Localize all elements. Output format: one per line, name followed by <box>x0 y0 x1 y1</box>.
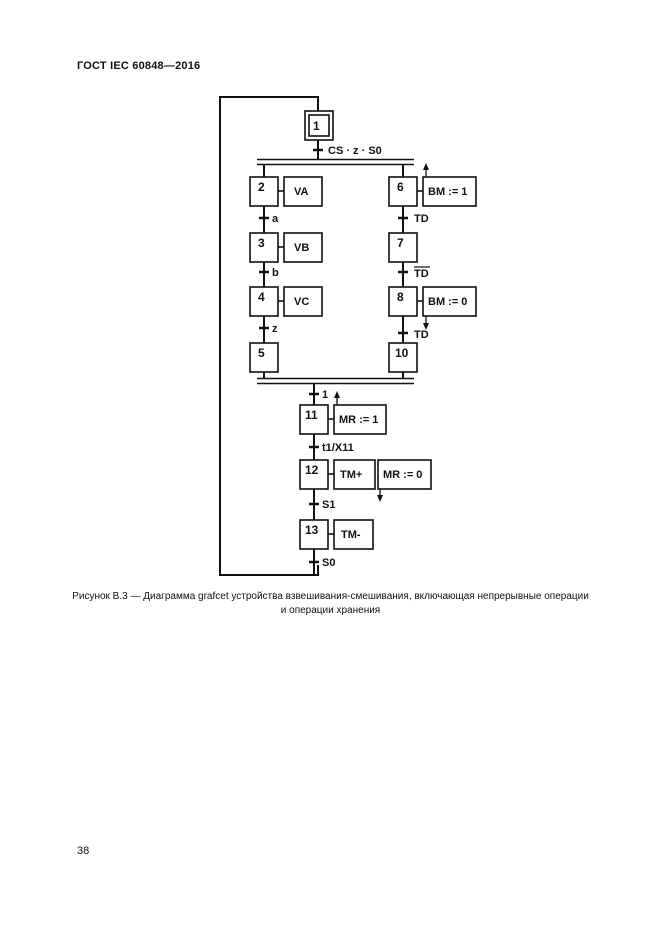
transition-one-label: 1 <box>322 389 328 401</box>
document-header: ГОСТ IEC 60848—2016 <box>77 60 201 72</box>
step-1-inner <box>308 114 330 137</box>
parallel-divergence <box>257 158 414 166</box>
step-11-label: 11 <box>305 408 318 422</box>
action-mr1 <box>333 404 387 435</box>
step-1-label: 1 <box>313 119 320 133</box>
action-mr0 <box>377 459 432 490</box>
page-number: 38 <box>77 845 90 857</box>
step-5 <box>249 342 279 373</box>
action-va-label: VA <box>294 186 309 198</box>
step-13 <box>299 519 329 550</box>
step-13-label: 13 <box>305 523 319 537</box>
action-vb-label: VB <box>294 242 309 254</box>
step-12-label: 12 <box>305 463 319 477</box>
step-3-label: 3 <box>258 236 265 250</box>
step-6-label: 6 <box>397 180 404 194</box>
action-mr1-label: MR := 1 <box>339 414 378 426</box>
step-8 <box>388 286 418 317</box>
transition-t1x11-label: t1/X11 <box>322 442 354 454</box>
transition-s0-label: S0 <box>322 557 335 569</box>
step-10-label: 10 <box>395 346 409 360</box>
action-va <box>283 176 323 207</box>
transition-b-label: b <box>272 267 279 279</box>
figure-caption: Рисунок B.3 — Диаграмма grafcet устройст… <box>40 590 621 618</box>
step-7 <box>388 232 418 263</box>
step-8-label: 8 <box>397 290 404 304</box>
transition-z-label: z <box>272 323 278 335</box>
action-vc-label: VC <box>294 296 309 308</box>
caption-line-1: Рисунок B.3 — Диаграмма grafcet устройст… <box>72 591 589 602</box>
transition-td2-label: TD <box>414 329 429 341</box>
caption-line-2: и операции хранения <box>280 605 381 616</box>
arrow-down-icon <box>423 323 429 330</box>
arrow-down-icon <box>377 495 383 502</box>
action-bm0 <box>422 286 477 317</box>
loop-back-line <box>219 96 319 576</box>
step-4 <box>249 286 279 317</box>
step-2 <box>249 176 279 207</box>
step-5-label: 5 <box>258 346 265 360</box>
transition-td1-label: TD <box>414 213 429 225</box>
step-10 <box>388 342 418 373</box>
transition-tdnot-label: TD <box>414 268 429 280</box>
transition-a-label: a <box>272 213 279 225</box>
transition-s1-label: S1 <box>322 499 335 511</box>
action-tm-minus <box>333 519 374 550</box>
action-vb <box>283 232 323 263</box>
step-4-label: 4 <box>258 290 265 304</box>
action-vc <box>283 286 323 317</box>
step-7-label: 7 <box>397 236 404 250</box>
arrow-up-icon <box>334 391 340 398</box>
arrow-up-icon <box>423 163 429 170</box>
action-tm-minus-label: TM- <box>341 529 361 541</box>
action-tm-plus <box>333 459 376 490</box>
transition-cs-label: CS · z · S0 <box>328 145 382 157</box>
action-mr0-label: MR := 0 <box>383 469 422 481</box>
action-tm-plus-label: TM+ <box>340 469 362 481</box>
action-bm0-label: BM := 0 <box>428 296 467 308</box>
action-bm1 <box>422 176 477 207</box>
parallel-convergence <box>257 377 414 385</box>
step-2-label: 2 <box>258 180 265 194</box>
action-bm1-label: BM := 1 <box>428 186 467 198</box>
step-12 <box>299 459 329 490</box>
